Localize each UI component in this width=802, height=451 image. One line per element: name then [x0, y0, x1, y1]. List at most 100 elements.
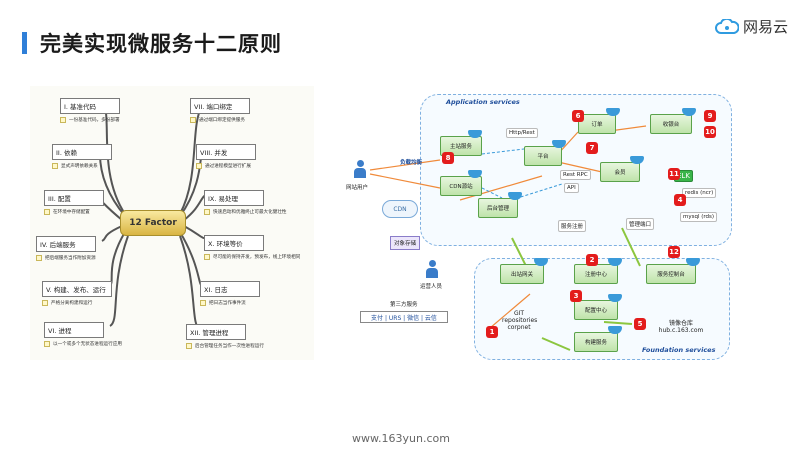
- third-party-label: 第三方服务: [390, 302, 418, 308]
- factor-title: XII. 管理进程: [186, 324, 246, 340]
- architecture-diagram: Application services Foundation services…: [342, 88, 732, 365]
- title-accent-bar: [22, 32, 27, 54]
- load-balancer-label: 负载均衡: [400, 160, 423, 166]
- note-icon: [190, 117, 196, 123]
- docker-icon: [686, 258, 700, 266]
- factor-title: X. 环境等价: [204, 235, 264, 251]
- badge-3: 3: [570, 290, 582, 302]
- main-site-service: 主站服务: [440, 136, 482, 156]
- docker-icon: [468, 130, 482, 138]
- badge-2: 2: [586, 254, 598, 266]
- foundation-services-label: Foundation services: [642, 346, 716, 354]
- badge-9: 9: [704, 110, 716, 122]
- note-icon: [60, 117, 66, 123]
- mysql-box: mysql (rds): [680, 212, 718, 222]
- factor-note: 把后端服务当作附加资源: [45, 256, 96, 261]
- note-icon: [204, 254, 210, 260]
- factor-node: XII. 管理进程 后台管理任务当作一次性进程运行: [186, 324, 264, 349]
- site-user-label: 网站用户: [346, 185, 369, 191]
- factor-title: IV. 后端服务: [36, 236, 96, 252]
- api-label: API: [564, 183, 579, 193]
- order-service: 订单: [578, 114, 616, 134]
- factor-node: II. 依赖 显式声明依赖关系: [52, 144, 128, 169]
- docker-icon: [552, 140, 566, 148]
- factor-note: 通过进程模型进行扩展: [205, 164, 251, 169]
- ops-staff-label: 运营人员: [420, 284, 443, 290]
- ops-staff-icon: [426, 260, 438, 278]
- badge-11: 11: [668, 168, 680, 180]
- registry-service: 注册中心: [574, 264, 618, 284]
- third-party-services: 支付 | URS | 微信 | 云信: [360, 311, 448, 323]
- repo-label: repositories: [502, 317, 538, 324]
- console-service: 服务控制台: [646, 264, 696, 284]
- factor-node: VII. 端口绑定 通过端口绑定提供服务: [190, 98, 266, 123]
- build-service: 构建服务: [574, 332, 618, 352]
- note-icon: [44, 341, 50, 347]
- image-repo-label: 镜像仓库: [668, 320, 693, 327]
- mindmap-center-node: 12 Factor: [120, 210, 186, 236]
- factor-title: V. 构建、发布、运行: [42, 281, 112, 297]
- factor-note: 尽可能的保持开发，预发布，线上环境相同: [213, 255, 301, 260]
- service-register-label: 服务注册: [558, 220, 587, 232]
- badge-12: 12: [668, 246, 680, 258]
- page-title: 完美实现微服务十二原则: [40, 32, 282, 56]
- factor-title: VI. 进程: [44, 322, 104, 338]
- note-icon: [186, 343, 192, 349]
- platform-service: 平台: [524, 146, 562, 166]
- docker-icon: [534, 258, 548, 266]
- factor-note: 后台管理任务当作一次性进程运行: [195, 344, 264, 349]
- factor-note: 显式声明依赖关系: [61, 164, 98, 169]
- rest-rpc-label: Rest RPC: [560, 170, 591, 180]
- docker-icon: [468, 170, 482, 178]
- corpnet-label: corpnet: [507, 324, 531, 331]
- factor-node: VIII. 并发 通过进程模型进行扩展: [196, 144, 272, 169]
- image-repo-box: 镜像仓库 hub.c.163.com: [656, 318, 706, 334]
- docker-icon: [608, 326, 622, 334]
- cdn-cloud: CDN: [382, 200, 418, 218]
- redis-box: redis (ncr): [682, 188, 717, 198]
- docker-icon: [630, 156, 644, 164]
- member-service: 会员: [600, 162, 640, 182]
- badge-4: 4: [674, 194, 686, 206]
- config-center-service: 配置中心: [574, 300, 618, 320]
- cloud-logo-icon: [715, 18, 739, 34]
- factor-node: I. 基准代码 一份基准代码，多份部署: [60, 98, 136, 123]
- factor-node: IV. 后端服务 把后端服务当作附加资源: [36, 236, 112, 261]
- site-user-icon: [354, 160, 366, 178]
- note-icon: [204, 209, 210, 215]
- factor-note: 一份基准代码，多份部署: [69, 118, 120, 123]
- note-icon: [42, 300, 48, 306]
- note-icon: [44, 209, 50, 215]
- service-mgmt-label: 管理端口: [626, 218, 655, 230]
- note-icon: [52, 163, 58, 169]
- logo-text: 网易云: [742, 18, 788, 36]
- docker-icon: [606, 108, 620, 116]
- factor-node: III. 配置 在环境中存储配置: [44, 190, 120, 215]
- application-services-label: Application services: [446, 98, 520, 106]
- factor-title: VIII. 并发: [196, 144, 256, 160]
- docker-icon: [608, 258, 622, 266]
- docker-icon: [508, 192, 522, 200]
- backend-mgmt-service: 后台管理: [478, 198, 518, 218]
- brand-logo: 网易云: [715, 16, 788, 37]
- badge-8: 8: [442, 152, 454, 164]
- factor-node: XI. 日志 把日志当作事件流: [200, 281, 276, 306]
- cdn-origin-service: CDN源站: [440, 176, 482, 196]
- factor-note: 把日志当作事件流: [209, 301, 246, 306]
- hub-label: hub.c.163.com: [658, 327, 704, 334]
- docker-icon: [682, 108, 696, 116]
- twelve-factor-mindmap: 12 Factor I. 基准代码 一份基准代码，多份部署 II. 依赖 显式声…: [30, 86, 314, 360]
- git-repo-box: GIT repositories corpnet: [502, 310, 538, 331]
- badge-6: 6: [572, 110, 584, 122]
- factor-note: 通过端口绑定提供服务: [199, 118, 245, 123]
- factor-title: IX. 易处理: [204, 190, 264, 206]
- factor-node: VI. 进程 以一个或多个无状态进程运行应用: [44, 322, 122, 347]
- factor-title: XI. 日志: [200, 281, 260, 297]
- footer-url: www.163yun.com: [352, 432, 450, 445]
- factor-node: V. 构建、发布、运行 严格分离构建和运行: [42, 281, 118, 306]
- factor-note: 快速启动和优雅终止可最大化健壮性: [213, 210, 287, 215]
- object-storage: 对象存储: [390, 236, 421, 250]
- factor-title: II. 依赖: [52, 144, 112, 160]
- note-icon: [200, 300, 206, 306]
- http-rest-label: Http/Rest: [506, 128, 538, 138]
